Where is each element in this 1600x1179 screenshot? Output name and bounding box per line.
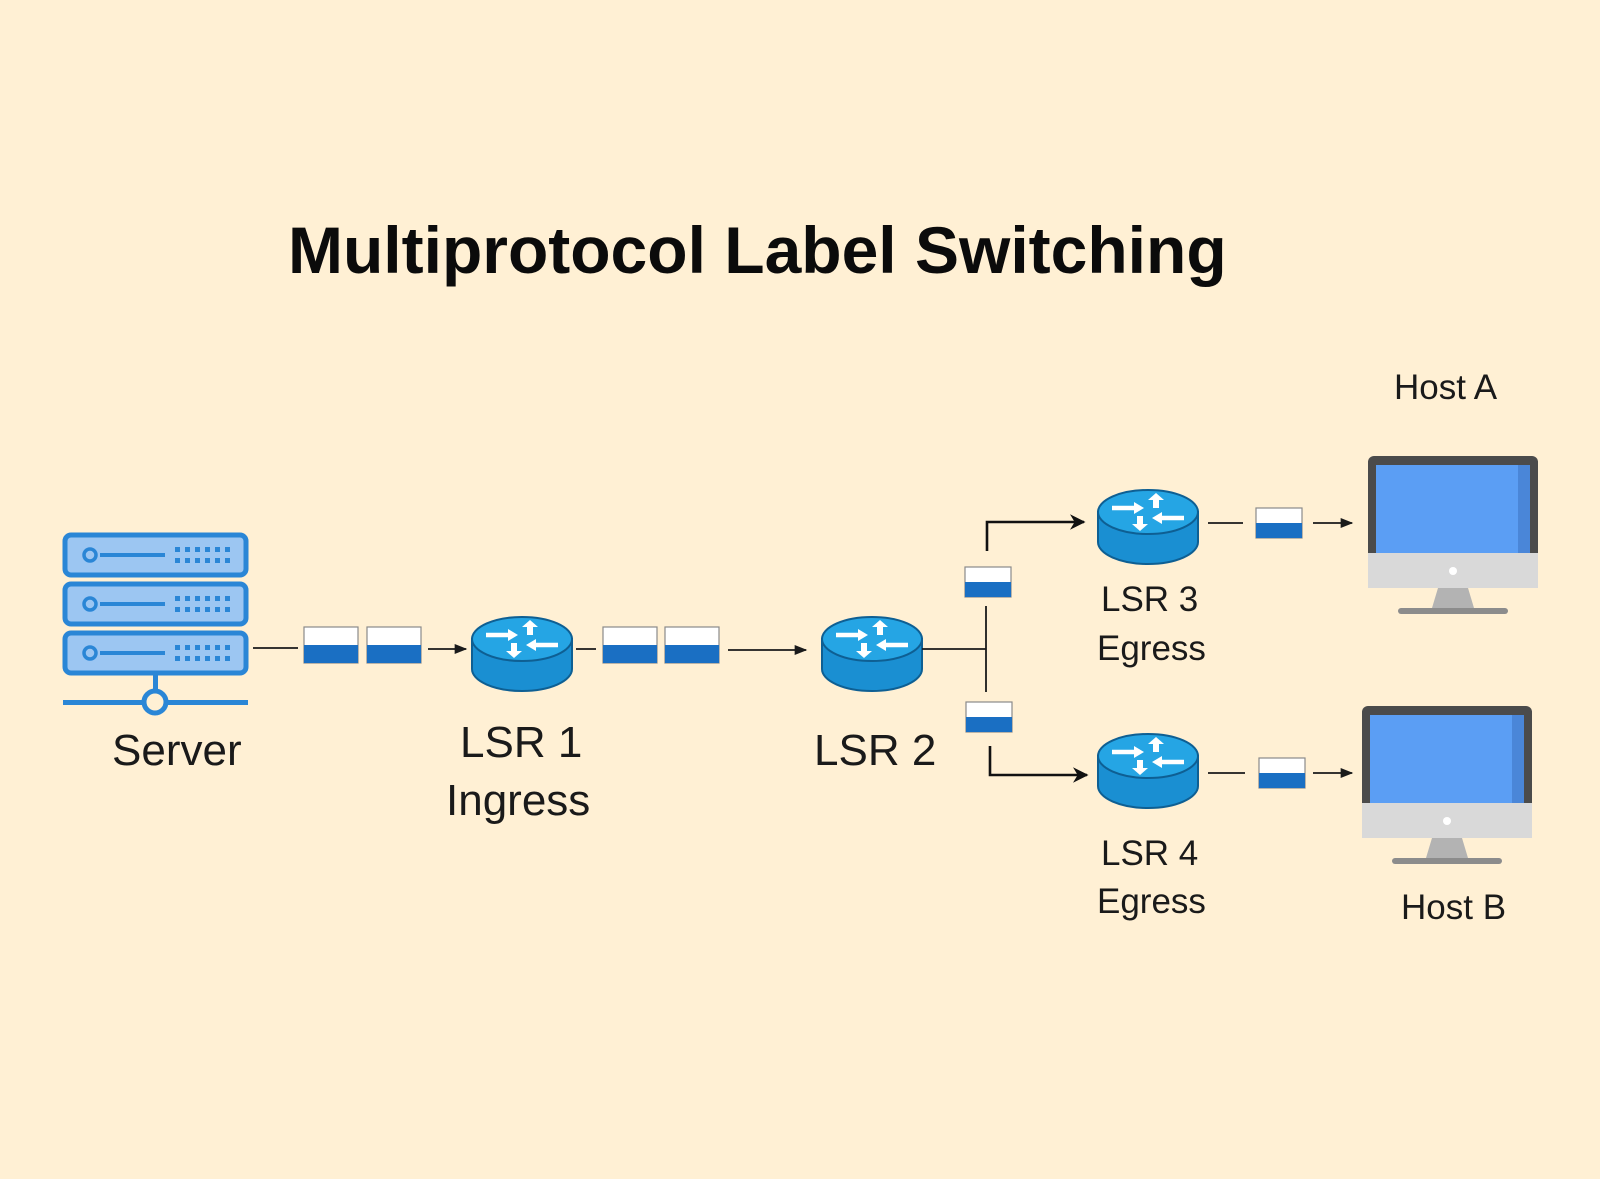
- router-icon: [1097, 733, 1199, 809]
- router-icon: [821, 616, 923, 692]
- host-a-label: Host A: [1394, 368, 1498, 407]
- lsr4-label: LSR 4: [1101, 834, 1198, 873]
- lsr3-label: LSR 3: [1101, 580, 1198, 619]
- packet-icon: [303, 626, 359, 664]
- router-icon: [1097, 489, 1199, 565]
- server-rack-icon: [62, 532, 249, 716]
- arrow-to-lsr3: [985, 514, 1086, 551]
- router-icon: [471, 616, 573, 692]
- host-b-label: Host B: [1401, 888, 1506, 927]
- packet-icon: [366, 626, 422, 664]
- packet-icon: [602, 626, 658, 664]
- packet-icon: [1255, 507, 1303, 539]
- lsr1-role-label: Ingress: [446, 776, 590, 825]
- packet-icon: [1258, 757, 1306, 789]
- packet-icon: [964, 566, 1012, 598]
- lsr1-label: LSR 1: [460, 718, 582, 767]
- arrow-to-lsr4: [988, 746, 1089, 783]
- page-title: Multiprotocol Label Switching: [288, 213, 1227, 287]
- server-label: Server: [112, 726, 242, 775]
- lsr4-role-label: Egress: [1097, 882, 1206, 921]
- lsr2-label: LSR 2: [814, 726, 936, 775]
- lsr3-role-label: Egress: [1097, 629, 1206, 668]
- packet-icon: [965, 701, 1013, 733]
- packet-icon: [664, 626, 720, 664]
